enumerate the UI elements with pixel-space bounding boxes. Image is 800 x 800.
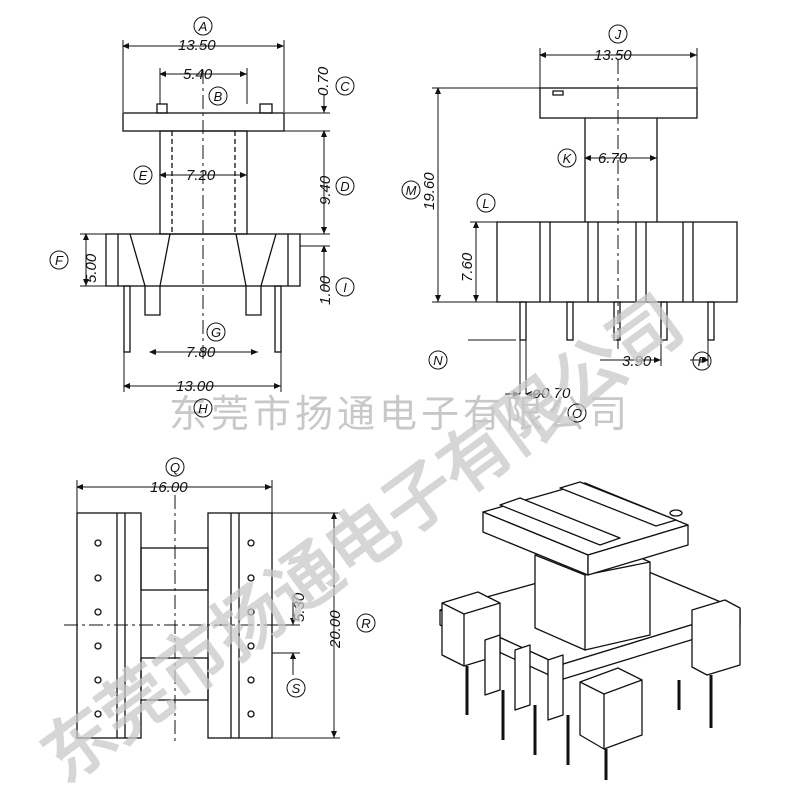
- side-pin-5: [707, 301, 715, 341]
- dim-l-value: 7.60: [459, 252, 476, 282]
- label-r: R: [361, 616, 370, 631]
- label-g: G: [211, 325, 221, 340]
- bottom-view: [64, 495, 300, 745]
- bottom-pin-holes-left: [94, 539, 102, 718]
- watermark-horizontal: 东莞市扬通电子有限公司: [169, 392, 631, 436]
- dim-m-value: 19.60: [421, 172, 438, 210]
- label-i: I: [343, 280, 347, 295]
- label-m: M: [406, 183, 417, 198]
- iso-fin-2: [514, 644, 531, 711]
- dim-i-value: 1.00: [317, 275, 334, 305]
- dim-p-value: 3.90: [622, 353, 652, 370]
- label-j: J: [614, 27, 622, 42]
- dim-d-value: 9.40: [317, 175, 334, 205]
- dim-e-value: 7.20: [186, 167, 216, 184]
- iso-front-right-box: [579, 667, 643, 750]
- bottom-label-circles: [165, 457, 376, 698]
- front-leg-left: [129, 233, 171, 316]
- dim-g-value: 7.80: [186, 344, 216, 361]
- front-view: [105, 70, 301, 360]
- dim-j-value: 13.50: [594, 47, 632, 64]
- front-leg-right: [235, 233, 277, 316]
- dim-c-value: 0.70: [315, 66, 332, 96]
- front-pin-right: [274, 285, 282, 353]
- side-dimension-lines: [432, 48, 709, 397]
- front-label-circles: [49, 16, 355, 418]
- label-p: P: [698, 354, 707, 369]
- label-b: B: [214, 89, 223, 104]
- side-pin-4: [660, 301, 668, 341]
- side-label-circles: [401, 24, 712, 423]
- label-n: N: [433, 353, 443, 368]
- label-e: E: [139, 168, 148, 183]
- dim-f-value: 5.00: [83, 253, 100, 283]
- side-view: [496, 60, 738, 350]
- dim-h-value: 13.00: [176, 378, 214, 395]
- label-d: D: [340, 179, 349, 194]
- side-base: [496, 221, 738, 303]
- dim-k-value: 6.70: [598, 150, 628, 167]
- side-pin-3: [613, 301, 621, 341]
- dim-r-value: 20.00: [327, 610, 344, 649]
- front-top-lug-left: [156, 103, 168, 114]
- label-a: A: [198, 19, 208, 34]
- front-pin-left: [123, 285, 131, 353]
- iso-back-right-box: [691, 599, 741, 676]
- label-f: F: [55, 253, 64, 268]
- dim-a-value: 13.50: [178, 37, 216, 54]
- iso-fin-1: [484, 634, 501, 696]
- front-top-lug-right: [259, 103, 273, 114]
- dim-o-value: ø0.70: [532, 385, 571, 402]
- label-o: O: [572, 406, 582, 421]
- label-c: C: [340, 79, 350, 94]
- dim-s-value: 5.30: [291, 592, 308, 622]
- front-dimension-lines: [80, 40, 330, 392]
- bottom-pin-holes-right: [247, 539, 255, 718]
- label-s: S: [292, 681, 301, 696]
- dim-q-value: 16.00: [150, 479, 188, 496]
- side-pin-2: [566, 301, 574, 341]
- iso-fin-3: [547, 654, 564, 721]
- isometric-view: [439, 481, 741, 780]
- label-l: L: [482, 196, 489, 211]
- label-k: K: [563, 151, 573, 166]
- label-h: H: [198, 401, 208, 416]
- side-pin-1: [519, 301, 527, 341]
- label-q: Q: [170, 460, 180, 475]
- dim-b-value: 5.40: [183, 66, 213, 83]
- bottom-dimension-lines: [76, 480, 340, 739]
